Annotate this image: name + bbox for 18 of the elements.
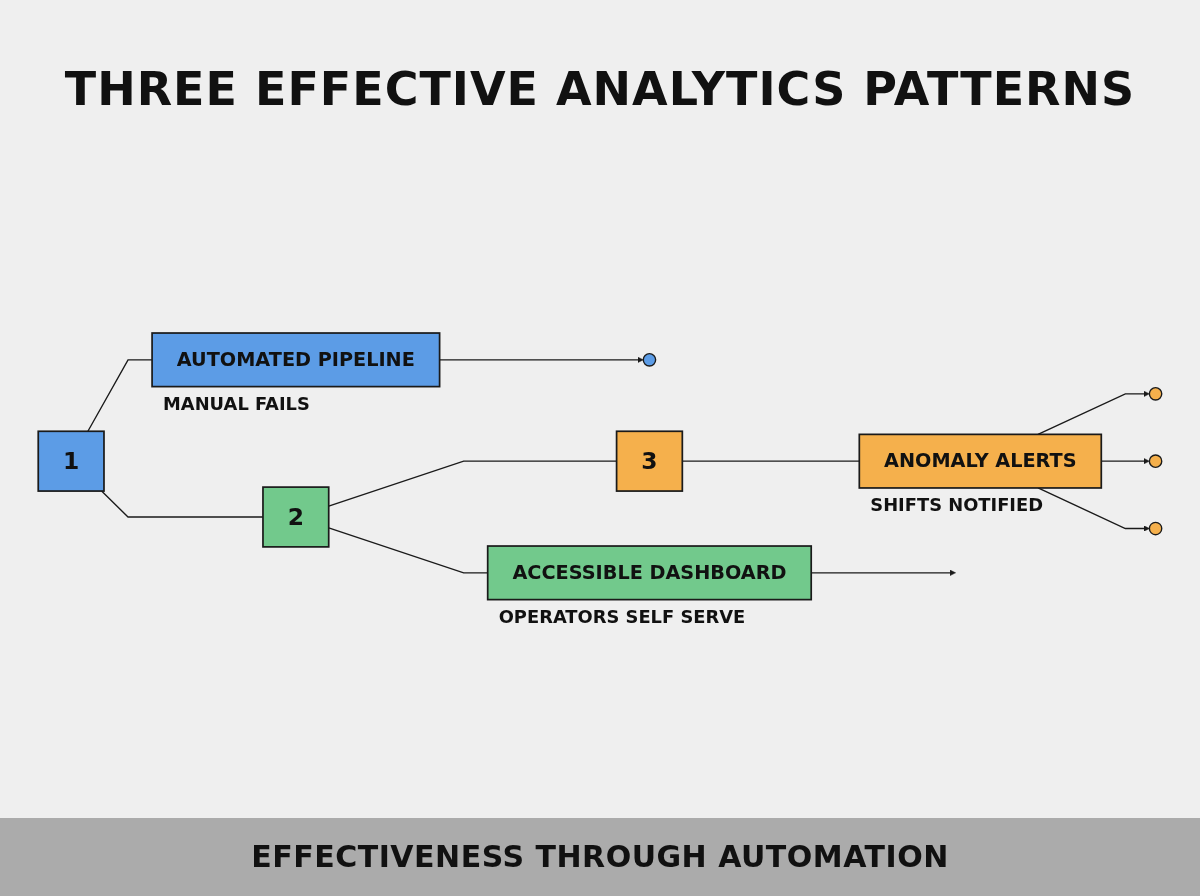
step-title-box: ACCESSIBLE DASHBOARD: [486, 545, 813, 601]
subtitle-text: MANUAL FAILS: [163, 393, 310, 414]
output-circle: [1148, 521, 1163, 536]
output-circle: [642, 352, 657, 367]
connector-line: [1037, 487, 1150, 532]
step-number-box: 3: [615, 430, 684, 492]
step-number-box: 1: [37, 430, 105, 492]
subtitle-text: OPERATORS SELF SERVE: [498, 606, 746, 627]
step-number-box: 2: [262, 486, 330, 548]
subtitle-text: SHIFTS NOTIFIED: [870, 494, 1044, 516]
title: THREE EFFECTIVE ANALYTICS PATTERNS: [63, 62, 1137, 116]
step-title-box: ANOMALY ALERTS: [858, 433, 1103, 489]
output-circle: [1148, 454, 1163, 469]
caption: EFFECTIVENESS THROUGH AUTOMATION: [250, 839, 950, 874]
output-circle: [1148, 386, 1163, 401]
connector-line: [1037, 390, 1150, 436]
connector-line: [87, 359, 153, 432]
step-title-box: AUTOMATED PIPELINE: [151, 332, 441, 388]
